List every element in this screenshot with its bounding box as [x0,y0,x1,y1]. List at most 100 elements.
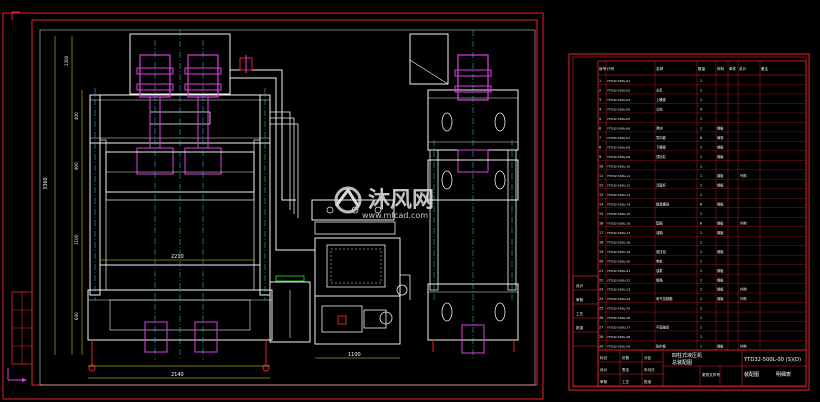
table-cell-no: 7 [599,136,601,140]
table-cell-note: 外购 [740,220,747,225]
table-cell-mat: 钢板 [717,154,724,159]
table-cell-code: YTD32-500L-23 [607,288,630,292]
table-cell-no: 22 [599,278,603,282]
table-cell-code: YTD32-500L-06 [607,127,630,131]
title-block: 四柱式液压机 总装配图 YTD32-500L-00 (S)(D) 装配图 明细表… [597,349,807,387]
table-cell-no: 27 [599,326,603,330]
table-cell-code: YTD32-500L-20 [607,259,630,263]
table-cell-code: YTD32-500L-01 [607,79,630,83]
table-cell-no: 17 [599,231,603,235]
table-cell-code: YTD32-500L-19 [607,250,630,254]
table-cell-name: 下横梁 [656,144,667,149]
table-cell-code: YTD32-500L-10 [607,164,630,168]
watermark-brand: 沐风网 [368,188,434,213]
table-cell-qty: 1 [700,155,702,159]
title-name-line2: 总装配图 [672,359,692,366]
table-cell-no: 26 [599,316,603,320]
table-cell-qty: 1 [700,316,702,320]
table-cell-qty: 1 [700,89,702,93]
table-cell-no: 18 [599,240,603,244]
table-cell-code: YTD32-500L-05 [607,117,630,121]
table-cell-name: 主缸 [656,88,663,93]
dim-tank-width: 1100 [348,352,361,358]
title-drawing-number: YTD32-500L-00 (S)(D) [743,357,801,363]
front-dimensions: 3360 2210 2140 1300 400 900 640 1100 [43,36,270,379]
table-cell-no: 25 [599,307,603,311]
sign-label: 审核 [600,379,608,384]
table-cell-no: 21 [599,269,603,273]
table-cell-qty: 1 [700,250,702,254]
table-cell-code: YTD32-500L-27 [607,326,630,330]
table-cell-no: 12 [599,183,603,187]
table-cell-code: YTD32-500L-29 [607,345,630,349]
table-cell-qty: 1 [700,278,702,282]
table-header-cell: 备注 [761,66,769,71]
table-cell-qty: 8 [700,136,702,140]
table-cell-mat: 钢板 [717,230,724,235]
table-cell-name: 电气控制箱 [656,296,673,301]
table-cell-mat: 钢板 [717,201,724,206]
table-cell-code: YTD32-500L-21 [607,269,630,273]
table-cell-qty: 1 [700,297,702,301]
table-cell-qty: 1 [700,326,702,330]
dim-left-2: 900 [74,162,79,170]
table-cell-code: YTD32-500L-03 [607,98,630,102]
sign-label: 年月日 [644,367,655,372]
table-cell-name: 电机 [656,258,663,263]
table-cell-no: 6 [599,127,601,131]
rev-label: 设计 [576,283,584,288]
rev-label: 工艺 [576,311,584,316]
table-cell-qty: 1 [700,174,702,178]
table-cell-qty: 1 [700,193,702,197]
table-cell-mat: 钢板 [717,249,724,254]
table-cell-code: YTD32-500L-25 [607,307,630,311]
table-cell-name: 油泵 [656,268,663,273]
table-cell-no: 11 [599,174,603,178]
sign-label: 批准 [644,379,652,384]
table-cell-name: 活塞杆 [656,182,667,187]
table-cell-name: 液压站 [656,249,667,254]
table-cell-code: YTD32-500L-17 [607,231,630,235]
table-cell-qty: 1 [700,335,702,339]
table-cell-qty: 1 [700,345,702,349]
table-cell-mat: 钢板 [717,344,724,349]
table-cell-name: 顶出缸 [656,154,667,159]
table-cell-no: 20 [599,259,603,263]
table-cell-qty: 1 [700,259,702,263]
dim-front-width: 2210 [171,254,184,260]
left-inner-frame [31,19,538,386]
table-header-cell: 名称 [656,66,664,71]
table-cell-mat: 铸铁 [717,135,724,140]
table-cell-qty: 1 [700,164,702,168]
table-cell-qty: 1 [700,183,702,187]
rev-label: 批准 [576,325,584,330]
dim-left-4: 1100 [74,234,79,245]
title-material: 装配图 [744,371,759,378]
table-cell-name: 油箱 [656,230,663,235]
dim-front-height: 3360 [43,177,49,190]
table-header-cell: 材料 [717,66,725,71]
table-cell-code: YTD32-500L-02 [607,89,630,93]
table-cell-name: 立柱 [656,107,663,112]
table-cell-qty: 8 [700,221,702,225]
table-cell-qty: 1 [700,231,702,235]
table-cell-code: YTD32-500L-18 [607,240,630,244]
table-cell-name: 平面轴承 [656,325,670,330]
table-cell-note: 外购 [740,287,747,292]
watermark: 沐风网 www.mfcad.com [334,186,434,220]
table-cell-code: YTD32-500L-15 [607,212,630,216]
table-header-cell: 数量 [698,66,706,71]
table-cell-code: YTD32-500L-09 [607,155,630,159]
table-cell-qty: 1 [700,98,702,102]
table-cell-code: YTD32-500L-16 [607,221,630,225]
table-cell-name: 导向套 [656,135,667,140]
table-cell-no: 24 [599,297,603,301]
table-cell-no: 8 [599,145,601,149]
ucs-icon [7,368,27,382]
table-cell-no: 16 [599,221,603,225]
table-cell-name: 上横梁 [656,97,667,102]
title-remark: 明细表 [776,371,791,378]
sign-label: 处数 [622,355,630,360]
watermark-url: www.mfcad.com [362,211,428,220]
table-cell-qty: 1 [700,145,702,149]
